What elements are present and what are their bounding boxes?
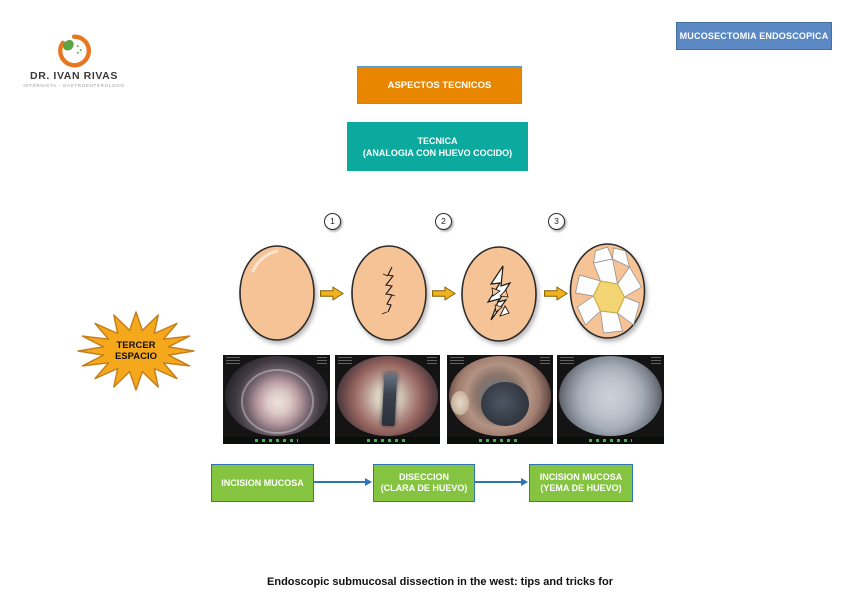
egg-step-arrow-3 — [544, 286, 568, 301]
step-number-3: 3 — [548, 213, 565, 230]
scale-ticks — [589, 439, 632, 442]
egg-whole-illustration — [239, 245, 315, 341]
step-number-2: 2 — [435, 213, 452, 230]
mucosa-highlight — [451, 390, 470, 415]
flow-box-incision-mucosa-yema: INCISION MUCOSA (YEMA DE HUEVO) — [529, 464, 633, 502]
tercer-espacio-label: TERCER ESPACIO — [114, 340, 158, 362]
doctor-specialty: INTERNISTA - GASTROENTEROLOGO — [23, 83, 125, 88]
dissected-submucosa — [480, 381, 529, 427]
aspectos-tecnicos-label: ASPECTOS TECNICOS — [387, 79, 492, 91]
cap-ring — [241, 369, 314, 434]
scale-ticks — [366, 439, 409, 442]
osd-text-right — [317, 357, 327, 365]
scope-status-bar — [557, 437, 664, 444]
flow-arrow-2 — [474, 478, 528, 486]
osd-text-left — [226, 357, 240, 365]
osd-text-right — [651, 357, 661, 365]
tecnica-line2: (ANALOGIA CON HUEVO COCIDO) — [362, 147, 513, 158]
tercer-espacio-starburst: TERCER ESPACIO — [76, 310, 196, 392]
reference-citation: Endoscopic submucosal dissection in the … — [160, 545, 720, 596]
egg-peeled-yolk-illustration — [569, 243, 646, 339]
doctor-logo: DR. IVAN RIVAS INTERNISTA - GASTROENTERO… — [23, 31, 125, 88]
starburst-shape-icon — [77, 311, 195, 391]
egg-step-arrow-1 — [320, 286, 344, 301]
tecnica-box: TECNICA (ANALOGIA CON HUEVO COCIDO) — [347, 122, 528, 171]
title-badge-label: MUCOSECTOMIA ENDOSCOPICA — [679, 31, 829, 41]
flow-arrow-1 — [313, 478, 372, 486]
scope-status-bar — [447, 437, 553, 444]
step-number-1: 1 — [324, 213, 341, 230]
doctor-name: DR. IVAN RIVAS — [30, 70, 118, 82]
scope-status-bar — [335, 437, 440, 444]
stomach-logo-icon — [58, 34, 91, 68]
egg-shell-broken-illustration — [461, 246, 537, 342]
endoscopy-photo-submucosal-dissection — [447, 355, 553, 444]
egg-step-arrow-2 — [432, 286, 456, 301]
osd-text-left — [450, 357, 464, 365]
osd-text-right — [427, 357, 437, 365]
endoscopy-photo-knife-dissection — [335, 355, 440, 444]
title-badge: MUCOSECTOMIA ENDOSCOPICA — [676, 22, 832, 50]
tecnica-line1: TECNICA — [417, 135, 458, 146]
scope-status-bar — [223, 437, 330, 444]
scale-ticks — [255, 439, 298, 442]
citation-line1: Endoscopic submucosal dissection in the … — [267, 576, 613, 588]
flow-box-incision-mucosa: INCISION MUCOSA — [211, 464, 314, 502]
osd-text-right — [540, 357, 550, 365]
scale-ticks — [478, 439, 522, 442]
endoscopy-photo-mucosal-incision — [223, 355, 330, 444]
aspectos-tecnicos-box: ASPECTOS TECNICOS — [357, 66, 522, 104]
flow-box-diseccion: DISECCION (CLARA DE HUEVO) — [373, 464, 475, 502]
osd-text-left — [560, 357, 574, 365]
osd-text-left — [338, 357, 352, 365]
endoscope-field — [559, 355, 662, 436]
egg-cracked-illustration — [351, 245, 427, 341]
endoscopy-photo-submucosal-space — [557, 355, 664, 444]
